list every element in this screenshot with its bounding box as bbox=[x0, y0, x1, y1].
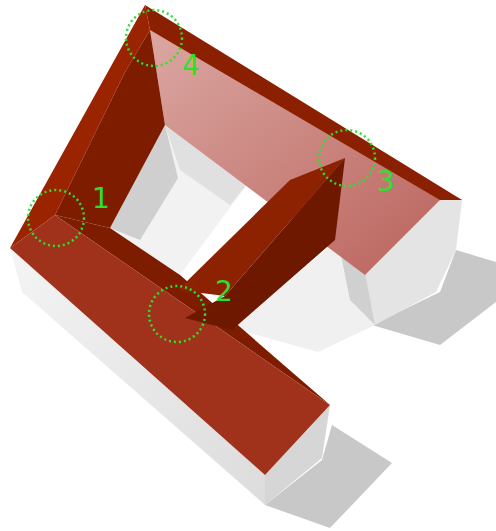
callout-circle bbox=[28, 190, 84, 246]
callout-number: 2 bbox=[215, 278, 233, 306]
callout-number: 3 bbox=[377, 168, 395, 196]
callout-number: 4 bbox=[182, 52, 200, 80]
callout-number: 1 bbox=[92, 185, 110, 213]
roof-face bbox=[55, 30, 165, 228]
callout-circle bbox=[319, 130, 375, 186]
roof-face bbox=[185, 158, 345, 330]
callout-circle bbox=[126, 10, 182, 66]
roof-face bbox=[145, 5, 462, 200]
callout-circle bbox=[28, 10, 375, 342]
callout-circle bbox=[149, 286, 205, 342]
